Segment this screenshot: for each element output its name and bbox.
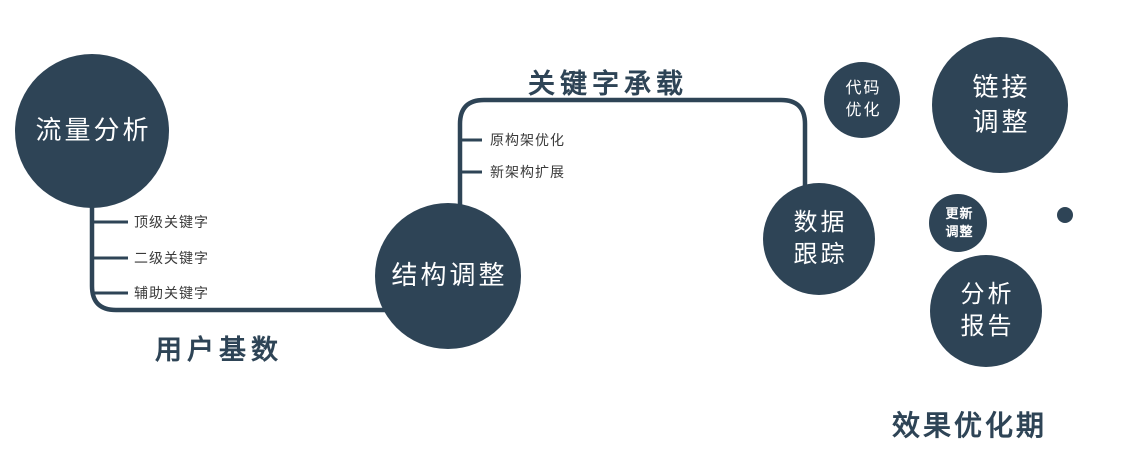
node-update-adjustment: 更新 调整 — [929, 194, 987, 252]
node-analysis-report-line2: 报告 — [960, 313, 1015, 340]
edge-label-keyword-load: 关键字承载 — [528, 69, 688, 99]
node-traffic-analysis: 流量分析 — [15, 54, 169, 208]
edge-label-user-base: 用户基数 — [155, 335, 283, 365]
decorative-dot — [1057, 207, 1073, 223]
edge-structure-to-tracking — [457, 97, 808, 215]
node-data-tracking-line2: 跟踪 — [793, 241, 848, 268]
node-analysis-report: 分析 报告 — [930, 255, 1042, 367]
node-update-adjustment-line1: 更新 — [945, 206, 974, 222]
node-link-adjustment-line1: 链接 — [972, 71, 1031, 102]
branch-label-second-keyword: 二级关键字 — [134, 250, 209, 266]
node-data-tracking-line1: 数据 — [793, 208, 848, 236]
caption-effect-optimization: 效果优化期 — [892, 410, 1048, 441]
node-analysis-report-line1: 分析 — [960, 280, 1015, 308]
node-data-tracking: 数据 跟踪 — [763, 183, 875, 295]
node-link-adjustment: 链接 调整 — [932, 37, 1068, 173]
node-update-adjustment-line2: 调整 — [945, 224, 974, 239]
node-traffic-analysis-label: 流量分析 — [35, 115, 152, 146]
edge-traffic-to-structure — [89, 187, 413, 313]
node-structure-adjustment: 结构调整 — [375, 203, 521, 349]
node-structure-adjustment-label: 结构调整 — [391, 260, 508, 291]
node-link-adjustment-line2: 调整 — [972, 107, 1031, 137]
branch-label-aux-keyword: 辅助关键字 — [134, 285, 209, 301]
node-code-optimization-line1: 代码 — [845, 80, 882, 98]
branch-label-architecture-ext: 新架构扩展 — [490, 164, 565, 180]
branch-label-top-keyword: 顶级关键字 — [134, 214, 209, 230]
branch-label-framework-opt: 原构架优化 — [490, 132, 565, 148]
node-code-optimization: 代码 优化 — [824, 62, 900, 138]
node-code-optimization-line2: 优化 — [845, 102, 882, 119]
